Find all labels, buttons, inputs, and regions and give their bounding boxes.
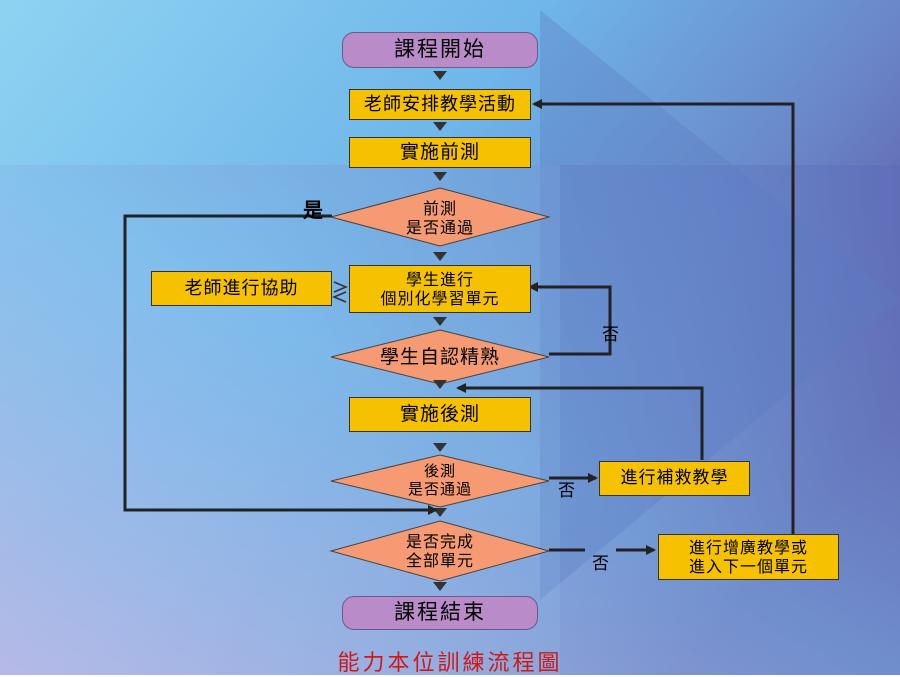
teacher-help-node: 老師進行協助	[151, 271, 332, 306]
enrichment-line1: 進行增廣教學或	[688, 537, 808, 557]
start-node: 課程開始	[342, 32, 538, 68]
pretest-pass-line1: 前測	[422, 198, 457, 218]
individual-learning-line2: 個別化學習單元	[380, 289, 500, 308]
pretest-node: 實施前測	[349, 137, 531, 168]
posttest-pass-text: 後測 是否通過	[360, 459, 520, 501]
enrich-return-line	[532, 99, 795, 534]
complete-all-line2: 全部單元	[405, 551, 474, 570]
pretest-yes-line	[123, 214, 438, 515]
complete-all-diamond	[329, 520, 551, 582]
pretest-pass-diamond	[329, 187, 551, 247]
remedial-node: 進行補救教學	[599, 461, 750, 496]
end-node: 課程結束	[342, 596, 538, 630]
posttest-no-label: 否	[558, 481, 575, 501]
pretest-pass-text: 前測 是否通過	[360, 197, 520, 239]
pretest-yes-label: 是	[303, 198, 323, 222]
enrichment-line2: 進入下一個單元	[688, 557, 808, 576]
start-label: 課程開始	[394, 37, 486, 62]
remedial-return-line	[456, 383, 704, 460]
complete-all-line1: 是否完成	[405, 531, 474, 551]
posttest-node: 實施後測	[349, 397, 531, 432]
mastery-no-line	[528, 282, 612, 356]
posttest-label: 實施後測	[399, 403, 480, 426]
posttest-pass-line1: 後測	[423, 462, 456, 480]
mastery-no-label: 否	[602, 325, 619, 345]
complete-all-text: 是否完成 全部單元	[360, 528, 520, 574]
complete-no-label: 否	[592, 554, 609, 574]
self-mastery-label: 學生自認精熟	[379, 345, 500, 368]
pretest-pass-line2: 是否通過	[405, 218, 474, 237]
pretest-label: 實施前測	[399, 141, 480, 164]
individual-learning-line1: 學生進行	[405, 269, 474, 289]
arrange-activity-node: 老師安排教學活動	[349, 89, 531, 120]
enrichment-node: 進行增廣教學或 進入下一個單元	[658, 534, 839, 580]
diagram-caption: 能力本位訓練流程圖	[337, 651, 563, 676]
help-exchange-arrows	[332, 281, 348, 303]
teacher-help-label: 老師進行協助	[184, 277, 299, 299]
arrange-activity-label: 老師安排教學活動	[364, 93, 516, 115]
flow-down-arrows	[433, 71, 447, 591]
individual-learning-node: 學生進行 個別化學習單元	[349, 265, 531, 313]
posttest-pass-diamond	[330, 454, 550, 508]
end-label: 課程結束	[394, 600, 486, 625]
self-mastery-text: 學生自認精熟	[350, 343, 530, 371]
remedial-label: 進行補救教學	[620, 468, 729, 489]
posttest-pass-line2: 是否通過	[407, 480, 472, 498]
